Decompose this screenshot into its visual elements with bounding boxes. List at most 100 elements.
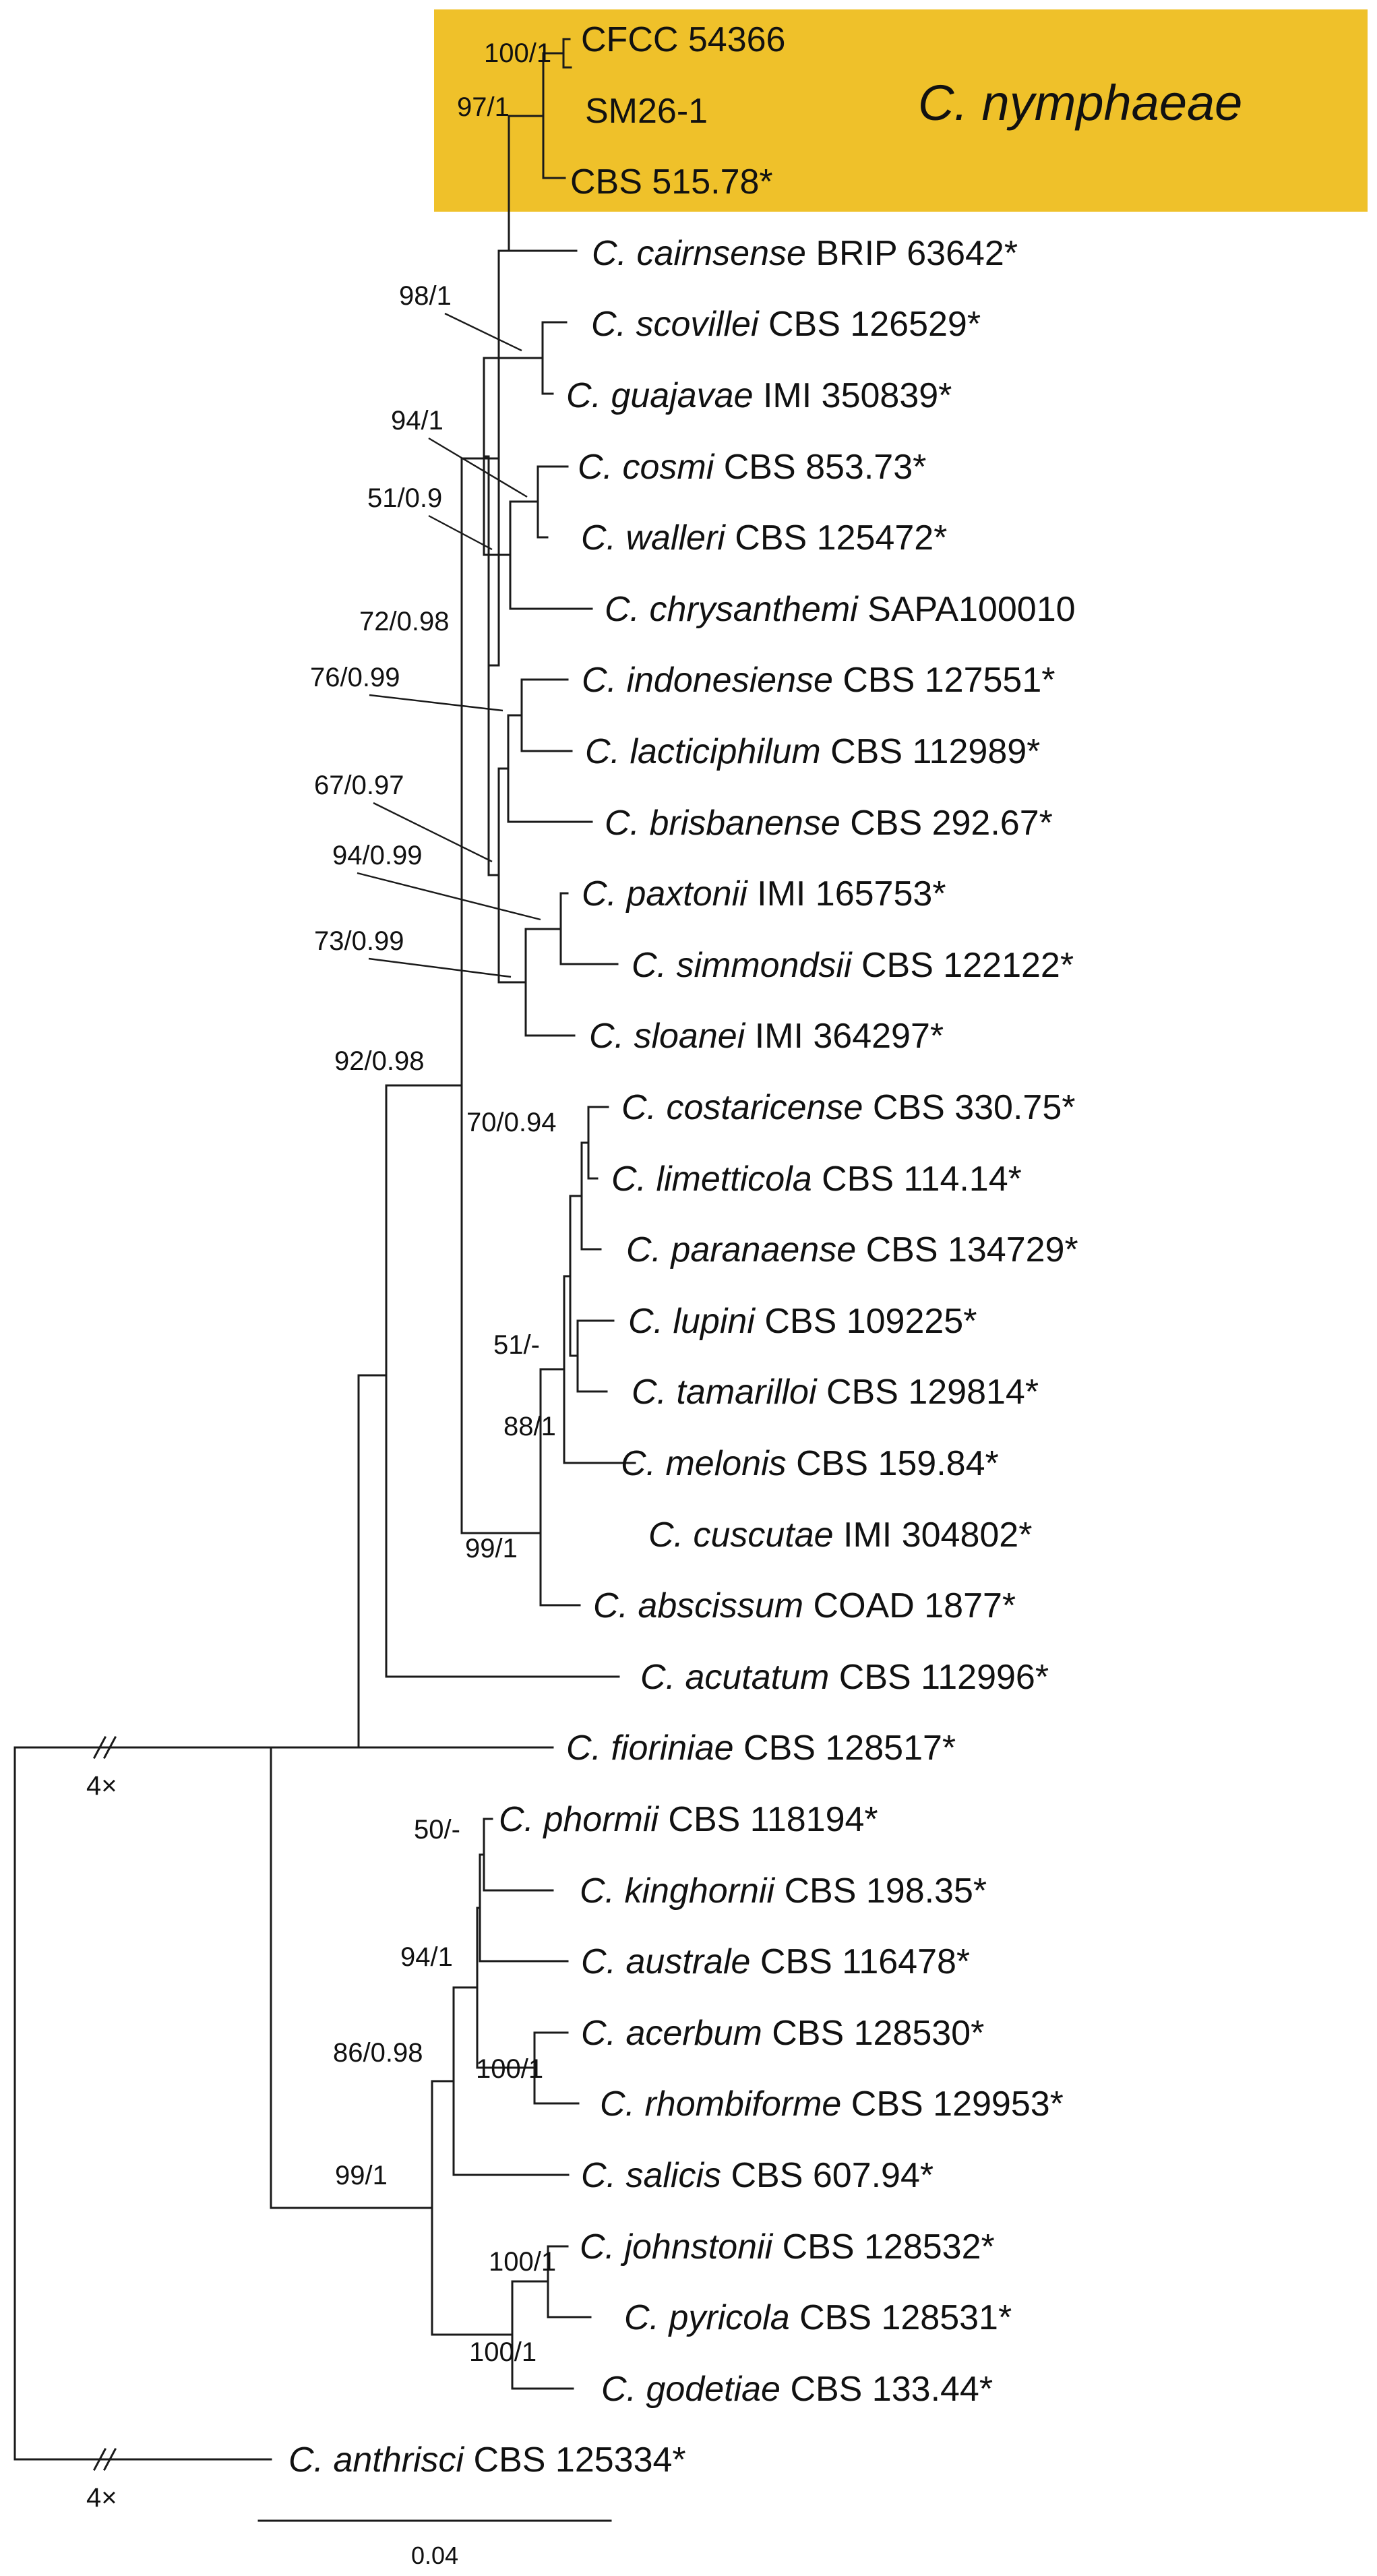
tip-species-name: C. rhombiforme [600, 2085, 841, 2124]
tip-label: C. limetticola CBS 114.14* [611, 1160, 1022, 1199]
support-value: 51/0.9 [367, 483, 442, 513]
tip-species-name: C. acutatum [640, 1658, 829, 1697]
tip-species-name: C. pyricola [624, 2298, 790, 2337]
tip-label: C. pyricola CBS 128531* [624, 2298, 1012, 2337]
tip-label: C. costaricense CBS 330.75* [621, 1088, 1075, 1127]
tip-label: C. simmondsii CBS 122122* [632, 946, 1074, 985]
support-value: 67/0.97 [314, 771, 404, 800]
tip-species-name: C. phormii [499, 1800, 659, 1839]
scale-bar-label: 0.04 [411, 2542, 458, 2569]
break-mark-label: 4× [86, 2483, 117, 2513]
support-value: 51/- [493, 1330, 540, 1360]
tip-strain-id: CBS 122122* [861, 946, 1074, 985]
tip-species-name: C. brisbanense [605, 804, 840, 843]
support-value: 100/1 [469, 2337, 537, 2367]
tip-label: C. lacticiphilum CBS 112989* [585, 732, 1040, 771]
support-value: 94/1 [400, 1942, 453, 1972]
tip-strain-id: COAD 1877* [814, 1586, 1016, 1625]
tip-strain-id: CBS 515.78* [570, 162, 773, 202]
tip-label: C. salicis CBS 607.94* [581, 2156, 934, 2195]
tip-strain-id: CBS 853.73* [724, 448, 927, 487]
tip-strain-id: CBS 128530* [772, 2014, 984, 2053]
support-value: 50/- [414, 1815, 460, 1845]
tip-species-name: C. sloanei [589, 1017, 746, 1056]
support-value: 99/1 [335, 2161, 388, 2190]
tip-label: C. godetiae CBS 133.44* [601, 2370, 993, 2409]
tip-label: C. paranaense CBS 134729* [626, 1230, 1078, 1269]
tip-species-name: C. cosmi [578, 448, 715, 487]
support-value: 97/1 [457, 92, 510, 122]
tip-strain-id: CBS 129814* [826, 1373, 1039, 1412]
tip-species-name: C. costaricense [621, 1088, 863, 1127]
support-value: 92/0.98 [334, 1046, 424, 1076]
tip-species-name: C. paranaense [626, 1230, 856, 1269]
support-values: 100/1 97/1 98/1 94/1 51/0.9 72/0.98 76/0… [310, 38, 556, 2367]
tip-label: C. anthrisci CBS 125334* [288, 2440, 686, 2480]
support-value: 94/0.99 [332, 841, 422, 870]
tip-label: C. cuscutae IMI 304802* [648, 1516, 1032, 1555]
tip-strain-id: CBS 128517* [743, 1729, 956, 1768]
tip-species-name: C. abscissum [593, 1586, 803, 1625]
tip-strain-id: CBS 292.67* [850, 804, 1053, 843]
tip-strain-id: CBS 128532* [783, 2227, 995, 2267]
tip-strain-id: CBS 112989* [830, 732, 1040, 771]
support-value: 100/1 [489, 2247, 556, 2277]
tip-species-name: C. melonis [621, 1444, 787, 1483]
support-value: 94/1 [391, 406, 443, 436]
tip-label: C. paxtonii IMI 165753* [582, 874, 946, 913]
support-value: 73/0.99 [314, 926, 404, 956]
tip-strain-id: CBS 198.35* [784, 1871, 987, 1911]
tip-strain-id: CBS 126529* [768, 305, 981, 344]
tip-strain-id: CBS 159.84* [796, 1444, 999, 1483]
tip-label: C. johnstonii CBS 128532* [580, 2227, 995, 2267]
support-value: 100/1 [484, 38, 551, 68]
support-value: 70/0.94 [466, 1108, 556, 1137]
tree-branches [13, 38, 636, 2461]
branch-break-mark [92, 2447, 117, 2472]
tip-species-name: C. johnstonii [580, 2227, 774, 2267]
tip-species-name: C. guajavae [566, 376, 754, 415]
tip-label: C. acerbum CBS 128530* [581, 2014, 984, 2053]
tip-strain-id: CBS 125472* [735, 518, 947, 558]
tip-strain-id: CBS 128531* [799, 2298, 1012, 2337]
tip-label: CBS 515.78* [570, 162, 773, 202]
tip-strain-id: CBS 125334* [474, 2440, 686, 2480]
tip-strain-id: CBS 118194* [668, 1800, 878, 1839]
tip-species-name: C. indonesiense [582, 661, 833, 700]
tip-label: C. fioriniae CBS 128517* [566, 1729, 956, 1768]
tip-species-name: C. godetiae [601, 2370, 781, 2409]
tip-label: C. indonesiense CBS 127551* [582, 661, 1055, 700]
tip-strain-id: IMI 304802* [843, 1516, 1032, 1555]
tip-species-name: C. australe [581, 1942, 750, 1981]
tip-species-name: C. cairnsense [592, 234, 806, 273]
tip-strain-id: CBS 127551* [843, 661, 1055, 700]
tip-species-name: C. scovillei [591, 305, 760, 344]
tip-label: C. cosmi CBS 853.73* [578, 448, 926, 487]
tip-label: C. rhombiforme CBS 129953* [600, 2085, 1064, 2124]
tip-species-name: C. anthrisci [288, 2440, 465, 2480]
support-value: 99/1 [465, 1534, 518, 1563]
tip-label: C. australe CBS 116478* [581, 1942, 970, 1981]
tip-strain-id: CBS 330.75* [873, 1088, 1076, 1127]
tip-label: C. sloanei IMI 364297* [589, 1017, 944, 1056]
tip-species-name: C. tamarilloi [632, 1373, 818, 1412]
tip-strain-id: CBS 133.44* [790, 2370, 993, 2409]
tip-label: C. guajavae IMI 350839* [566, 376, 952, 415]
support-leader-lines [357, 312, 541, 978]
nymphaeae-highlight-box [434, 9, 1368, 212]
tip-strain-id: CBS 114.14* [822, 1160, 1022, 1199]
tip-strain-id: CBS 134729* [866, 1230, 1078, 1269]
tip-strain-id: BRIP 63642* [816, 234, 1018, 273]
tip-species-name: C. walleri [581, 518, 726, 558]
break-mark-label: 4× [86, 1771, 117, 1801]
tip-strain-id: IMI 165753* [757, 874, 946, 913]
support-value: 88/1 [503, 1412, 556, 1441]
support-value: 98/1 [399, 281, 452, 311]
tip-label: SM26-1 [585, 92, 708, 131]
tip-label: C. lupini CBS 109225* [628, 1302, 977, 1341]
tip-label: C. chrysanthemi SAPA100010 [605, 590, 1076, 629]
tip-species-name: C. chrysanthemi [605, 590, 859, 629]
tip-strain-id: CBS 607.94* [731, 2156, 934, 2195]
